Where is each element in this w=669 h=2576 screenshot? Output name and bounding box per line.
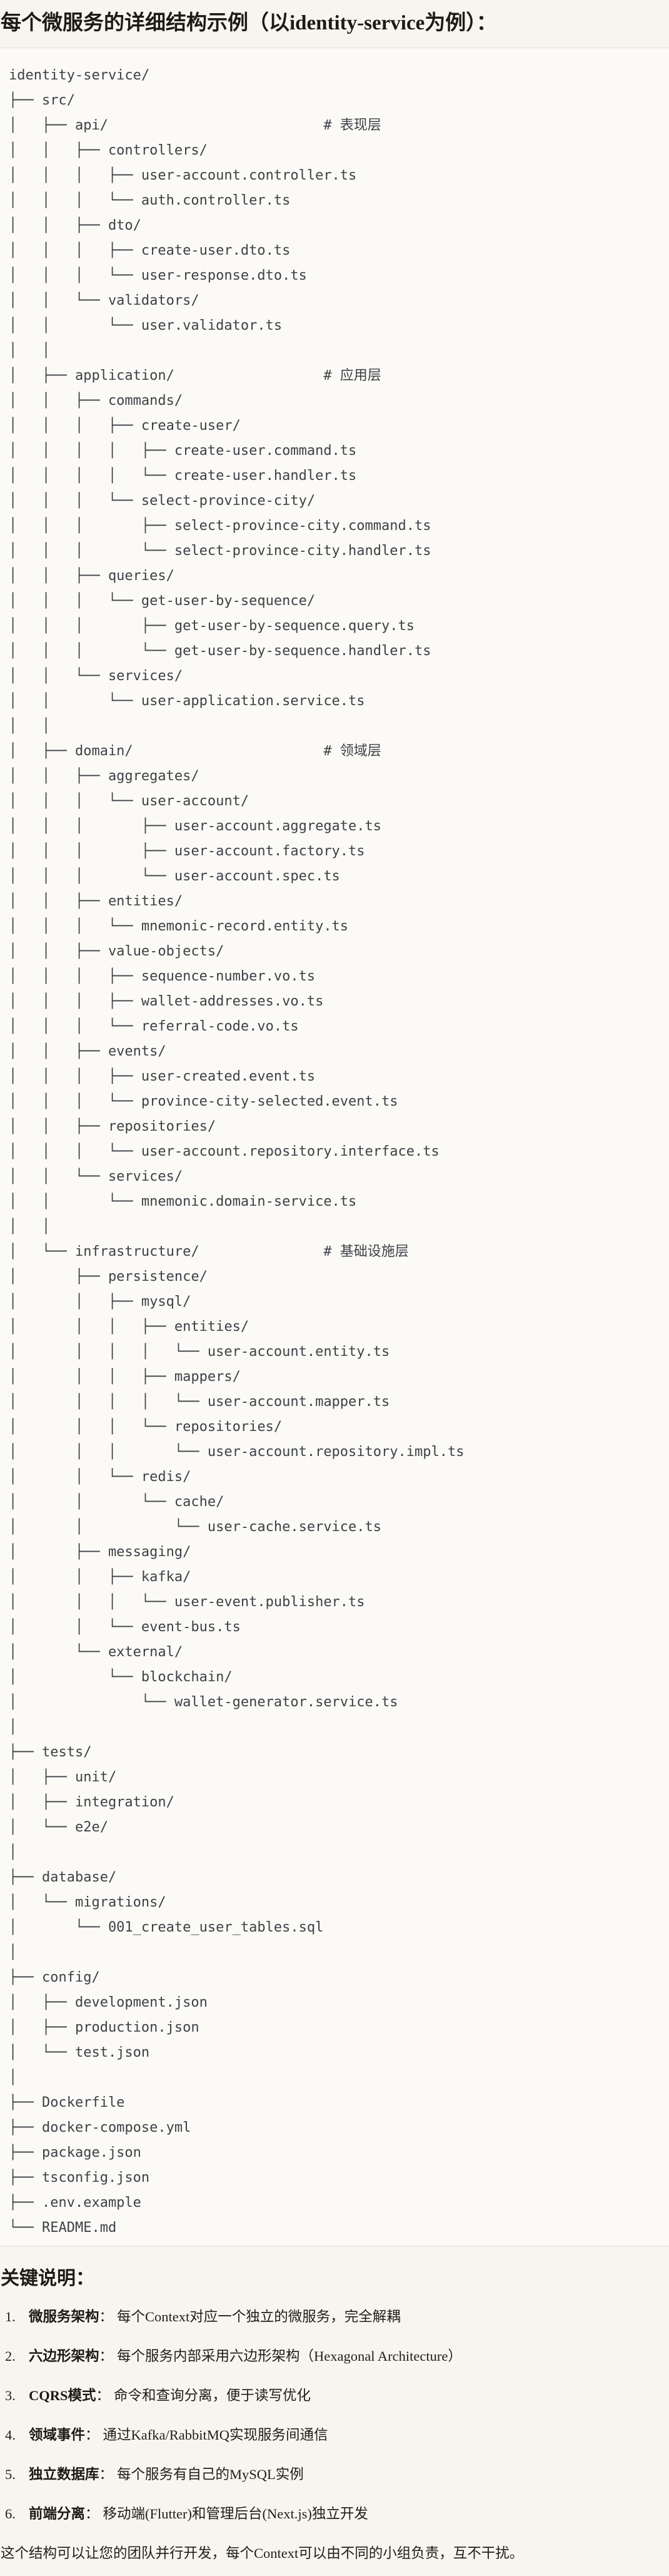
note-term: 微服务架构 [29, 2309, 99, 2324]
note-separator: ： [96, 2388, 111, 2403]
directory-tree: identity-service/ ├── src/ │ ├── api/ # … [9, 68, 465, 2236]
note-text: 每个服务有自己的MySQL实例 [117, 2467, 304, 2482]
note-term: 前端分离 [29, 2506, 86, 2522]
note-number: 6. [5, 2506, 16, 2522]
note-term: CQRS模式 [29, 2388, 96, 2403]
notes-list: 1.微服务架构：每个Context对应一个独立的微服务，完全解耦 2.六边形架构… [0, 2306, 669, 2525]
note-separator: ： [85, 2506, 99, 2522]
note-number: 1. [5, 2309, 16, 2324]
note-number: 5. [5, 2467, 16, 2482]
note-text: 通过Kafka/RabbitMQ实现服务间通信 [103, 2427, 328, 2443]
note-separator: ： [85, 2427, 99, 2443]
notes-heading: 关键说明： [1, 2268, 94, 2289]
note-text: 每个Context对应一个独立的微服务，完全解耦 [117, 2309, 401, 2324]
list-item: 6. 前端分离：移动端(Flutter)和管理后台(Next.js)独立开发 [5, 2503, 669, 2525]
note-term: 六边形架构 [29, 2348, 99, 2364]
list-item: 3. CQRS模式：命令和查询分离，便于读写优化 [5, 2385, 669, 2406]
list-item: 5. 独立数据库：每个服务有自己的MySQL实例 [5, 2464, 669, 2485]
note-separator: ： [99, 2348, 114, 2364]
list-item: 1. 微服务架构：每个Context对应一个独立的微服务，完全解耦 [5, 2306, 669, 2328]
note-number: 3. [5, 2388, 16, 2403]
code-block: identity-service/ ├── src/ │ ├── api/ # … [0, 48, 669, 2246]
note-number: 4. [5, 2427, 16, 2443]
note-term: 独立数据库 [29, 2467, 99, 2482]
notes-section: 关键说明： 1.微服务架构：每个Context对应一个独立的微服务，完全解耦 2… [0, 2266, 669, 2564]
note-number: 2. [5, 2348, 16, 2364]
closing-paragraph: 这个结构可以让您的团队并行开发，每个Context可以由不同的小组负责，互不干扰… [1, 2545, 524, 2561]
note-text: 每个服务内部采用六边形架构（Hexagonal Architecture） [117, 2348, 462, 2364]
page-title: 每个微服务的详细结构示例（以identity-service为例）： [1, 12, 497, 34]
note-text: 移动端(Flutter)和管理后台(Next.js)独立开发 [103, 2506, 368, 2522]
note-text: 命令和查询分离，便于读写优化 [114, 2388, 311, 2403]
note-separator: ： [99, 2309, 114, 2324]
note-separator: ： [99, 2467, 114, 2482]
list-item: 2. 六边形架构：每个服务内部采用六边形架构（Hexagonal Architec… [5, 2346, 669, 2367]
list-item: 4. 领域事件：通过Kafka/RabbitMQ实现服务间通信 [5, 2425, 669, 2446]
note-term: 领域事件 [29, 2427, 86, 2443]
